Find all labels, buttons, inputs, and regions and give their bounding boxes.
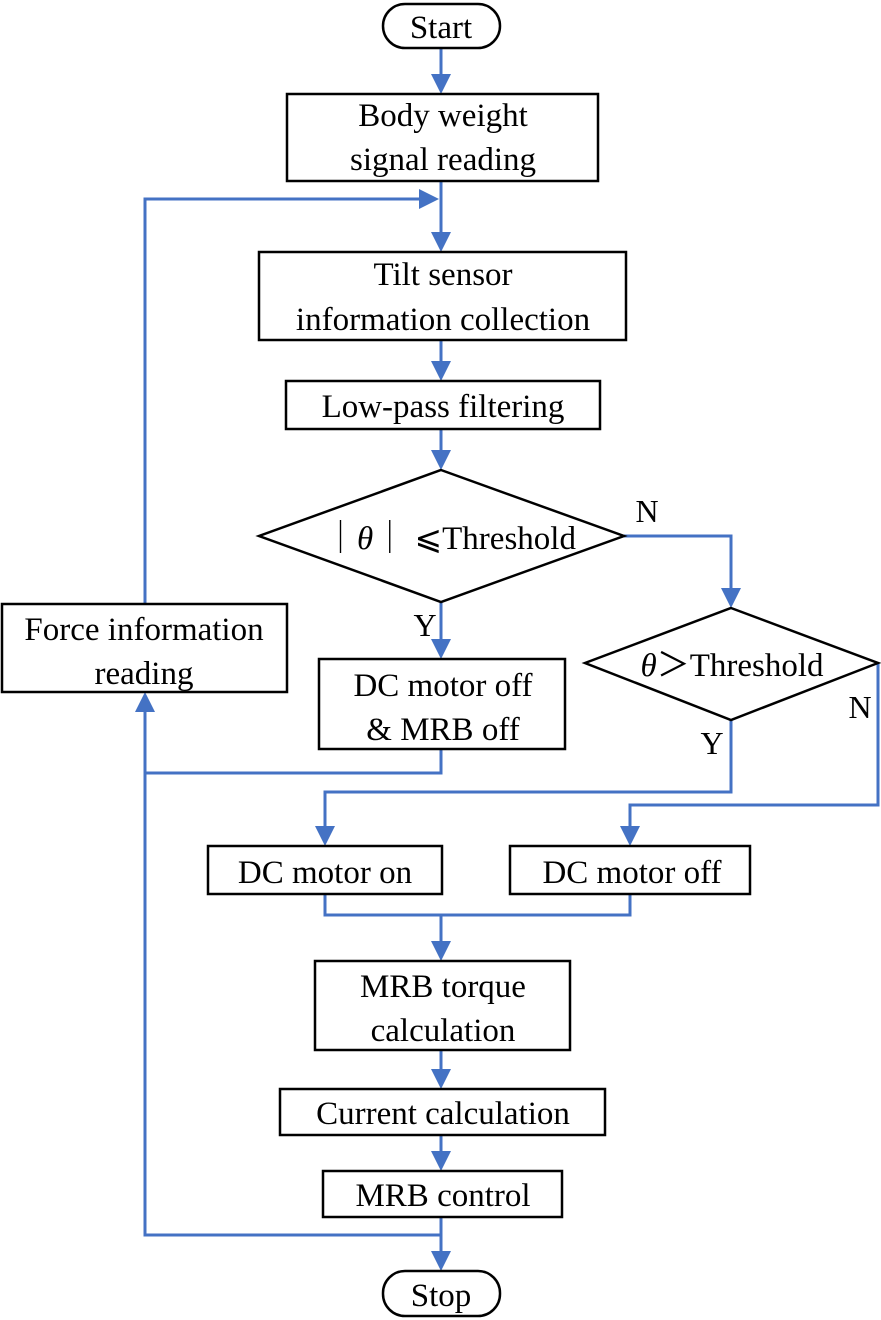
stop-terminal: Stop	[381, 1269, 502, 1318]
dc-motor-on-box: DC motor on	[206, 844, 444, 896]
arrowhead	[721, 588, 741, 608]
dc-off-mrb-off-label-line2: & MRB off	[366, 712, 519, 748]
edge-mrb-control-loop	[143, 710, 441, 1237]
decision1-label: ｜θ｜ ⩽Threshold	[324, 520, 576, 557]
decision2-suffix: ＞Threshold	[657, 648, 824, 684]
edge-decision2-yes	[323, 720, 733, 828]
arrowhead	[431, 1069, 451, 1089]
arrowhead	[431, 232, 451, 252]
start-label: Start	[410, 10, 472, 46]
dc-motor-on-label: DC motor on	[238, 855, 412, 891]
decision2-yes-label: Y	[700, 725, 723, 761]
decision1-yes-label: Y	[413, 607, 436, 643]
decision2-theta: θ	[640, 648, 656, 684]
connectors	[135, 48, 880, 1271]
arrowhead	[135, 692, 155, 712]
current-calc-label: Current calculation	[316, 1096, 570, 1132]
arrowhead	[431, 941, 451, 961]
edge-decision1-no	[624, 534, 733, 590]
body-weight-label-line1: Body weight	[358, 98, 528, 134]
arrowhead	[431, 361, 451, 381]
arrowhead	[431, 74, 451, 94]
body-weight-box: Body weight signal reading	[285, 92, 600, 183]
decision1-no-label: N	[635, 493, 658, 529]
force-info-label-line2: reading	[95, 656, 194, 692]
tilt-sensor-label-line1: Tilt sensor	[373, 257, 512, 293]
dc-off-mrb-off-box: DC motor off & MRB off	[317, 657, 567, 751]
stop-label: Stop	[411, 1278, 472, 1314]
current-calc-box: Current calculation	[278, 1087, 607, 1137]
arrowhead	[431, 1151, 451, 1171]
decision1-suffix: ｜ ⩽Threshold	[373, 520, 576, 557]
decision1-theta: θ	[357, 521, 373, 557]
force-info-label-line1: Force information	[24, 612, 263, 648]
low-pass-label: Low-pass filtering	[322, 389, 565, 425]
arrowhead	[431, 639, 451, 659]
tilt-sensor-box: Tilt sensor information collection	[257, 250, 628, 342]
edge-merge-to-mrb-torque	[323, 894, 632, 943]
decision2-diamond: θ＞Threshold	[581, 606, 881, 722]
body-weight-label-line2: signal reading	[350, 142, 536, 178]
mrb-control-label: MRB control	[355, 1178, 530, 1214]
edge-force-info-loop	[143, 197, 421, 604]
force-info-box: Force information reading	[0, 602, 289, 694]
decision2-label: θ＞Threshold	[640, 648, 824, 684]
mrb-torque-box: MRB torque calculation	[313, 959, 572, 1052]
dc-motor-off-label: DC motor off	[542, 855, 721, 891]
decision1-prefix: ｜	[324, 520, 357, 557]
tilt-sensor-label-line2: information collection	[296, 302, 590, 338]
arrowhead	[431, 1251, 451, 1271]
mrb-torque-label-line2: calculation	[371, 1013, 516, 1049]
mrb-control-box: MRB control	[321, 1169, 564, 1219]
arrowhead	[620, 826, 640, 846]
low-pass-box: Low-pass filtering	[284, 379, 602, 431]
edge-decision2-no	[628, 663, 880, 828]
arrowhead	[431, 450, 451, 470]
arrowhead	[315, 826, 335, 846]
dc-off-mrb-off-label-line1: DC motor off	[353, 668, 532, 704]
dc-motor-off-box: DC motor off	[508, 844, 752, 896]
arrowhead	[419, 189, 439, 209]
start-terminal: Start	[381, 2, 502, 50]
mrb-torque-label-line1: MRB torque	[360, 969, 526, 1005]
decision1-diamond: ｜θ｜ ⩽Threshold	[255, 468, 628, 604]
decision2-no-label: N	[848, 689, 871, 725]
